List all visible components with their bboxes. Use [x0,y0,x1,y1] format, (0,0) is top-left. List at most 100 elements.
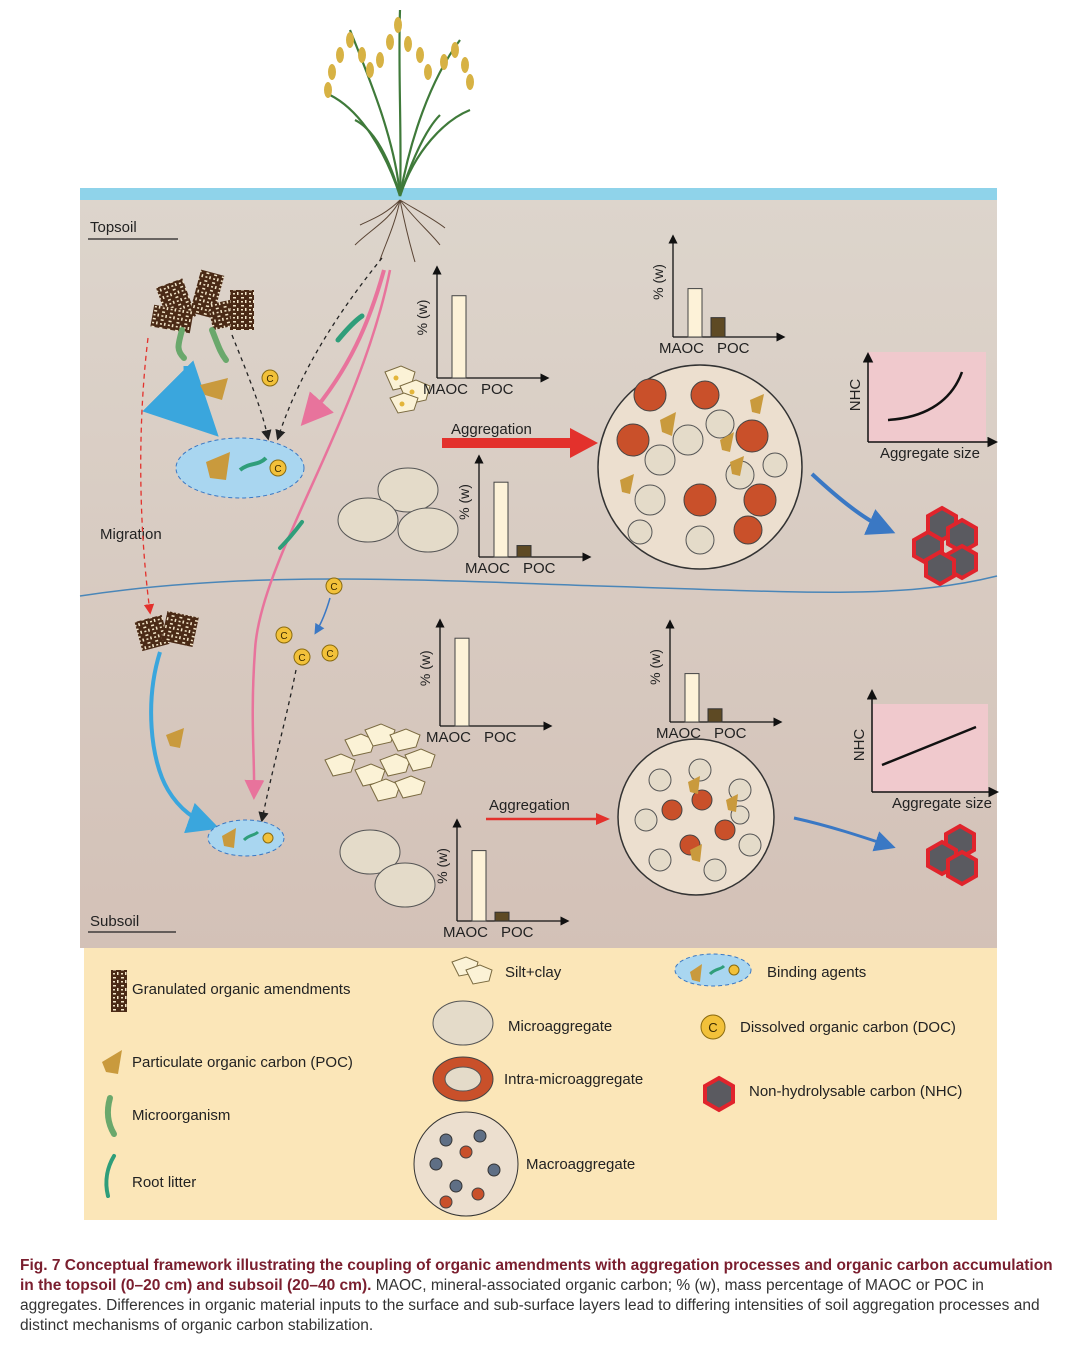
poc-bar [710,317,726,338]
bar-x-label-poc: POC [714,725,747,742]
legend-panel [84,948,997,1220]
bar-x-label-poc: POC [501,924,534,941]
maoc-bar [451,295,467,379]
bar-y-label: % (w) [647,649,663,685]
nhc-cluster-subsoil [926,823,978,887]
svg-text:Aggregate size: Aggregate size [892,795,992,812]
legend-doc-icon [700,1014,726,1040]
aggregation-arrow-topsoil [442,438,572,448]
bar-y-label: % (w) [650,264,666,300]
maoc-bar [493,481,509,558]
blue-flow-topsoil [142,360,219,437]
maoc-bar [471,850,487,922]
legend-microaggregate-icon [432,1000,494,1046]
legend-doc: Dissolved organic carbon (DOC) [740,1019,956,1036]
bar-x-label-maoc: MAOC [423,381,468,398]
bar-y-label: % (w) [414,300,430,336]
bar-x-label-maoc: MAOC [656,725,701,742]
bar-chart-top-silt: % (w) MAOC POC [414,265,550,398]
microaggregates-topsoil [337,467,459,553]
legend-root-litter-icon [104,1154,116,1198]
poc-bar [516,545,532,558]
nhc-arrow-topsoil [810,472,896,535]
legend-binding-agents-icon [674,953,752,987]
nhc-plot-topsoil: NHC Aggregate size [847,352,998,462]
legend-root-litter: Root litter [132,1174,196,1191]
legend: Granulated organic amendments Particulat… [102,953,962,1217]
svg-text:Aggregate size: Aggregate size [880,445,980,462]
bar-y-label: % (w) [417,650,433,686]
water-surface [80,188,997,200]
conceptual-framework-figure: Topsoil Subsoil Migration C C C C C [79,9,999,1220]
bar-chart-sub-silt: % (w) MAOC POC [417,618,553,746]
rice-plant [324,9,474,197]
svg-text:NHC: NHC [851,729,868,762]
silt-clay-subsoil [324,723,436,802]
bar-x-label-poc: POC [484,729,517,746]
nhc-cluster-topsoil [912,505,978,587]
macroaggregate-topsoil [597,364,803,570]
poc-bar [707,708,723,723]
legend-silt-clay: Silt+clay [505,964,562,981]
figure-caption: Fig. 7 Conceptual framework illustrating… [20,1256,1062,1336]
doc-dashed-arrow-1 [231,334,272,441]
microaggregates-subsoil [339,829,436,908]
rice-roots [354,199,446,263]
nhc-plot-subsoil: NHC Aggregate size [851,689,999,812]
svg-text:C: C [708,1020,717,1035]
migration-label: Migration [100,526,162,543]
doc-dashed-arrow-2 [275,257,383,441]
topsoil-label: Topsoil [90,219,137,236]
silt-clay-topsoil [384,365,431,414]
svg-text:NHC: NHC [847,379,864,412]
blue-flow-subsoil [149,651,220,834]
legend-nhc: Non-hydrolysable carbon (NHC) [749,1083,962,1100]
bar-x-label-maoc: MAOC [443,924,488,941]
bar-x-label-poc: POC [717,340,750,357]
legend-poc-icon [102,1050,122,1074]
poc-bar [494,911,510,922]
granulated-amendments-topsoil [150,269,255,363]
migration-arrow [140,337,155,615]
legend-microaggregate: Microaggregate [508,1018,612,1035]
caption-title: Fig. 7 Conceptual framework illustrating… [20,1257,1053,1294]
legend-granulated-icon [111,970,127,1012]
maoc-bar [687,288,703,338]
aggregation-label-subsoil: Aggregation [489,797,570,814]
legend-granulated: Granulated organic amendments [132,981,350,998]
bar-x-label-maoc: MAOC [659,340,704,357]
bar-chart-sub-micro: % (w) MAOC POC [434,818,570,941]
bar-chart-sub-macro: % (w) MAOC POC [647,619,783,742]
legend-silt-clay-icon [451,956,493,985]
bar-y-label: % (w) [456,484,472,520]
pink-flow-subsoil [244,269,392,800]
svg-text:C: C [274,464,281,475]
bar-x-label-maoc: MAOC [465,560,510,577]
bar-chart-top-macro: % (w) MAOC POC [650,234,786,357]
legend-microorganism-icon [104,1095,117,1137]
legend-poc: Particulate organic carbon (POC) [132,1054,353,1071]
pink-flow-topsoil [300,269,386,427]
bar-chart-top-micro: % (w) MAOC POC [456,454,592,577]
bar-x-label-maoc: MAOC [426,729,471,746]
maoc-bar [454,637,470,727]
bar-x-label-poc: POC [481,381,514,398]
svg-text:C: C [266,374,273,385]
bar-y-label: % (w) [434,848,450,884]
legend-binding-agents: Binding agents [767,964,866,981]
macroaggregate-subsoil [617,738,775,896]
caption-text: MAOC, mineral-associated organic carbon;… [20,1277,1040,1334]
granulated-amendments-subsoil [134,611,199,652]
doc-dashed-arrow-subsoil [258,669,297,823]
svg-text:C: C [330,582,337,593]
binding-agents-subsoil [207,819,285,857]
maoc-bar [684,673,700,723]
subsoil-label: Subsoil [90,913,139,930]
nhc-arrow-subsoil [793,816,896,852]
doc-migrating: C C C C [275,577,343,666]
svg-text:C: C [326,649,333,660]
aggregation-label-topsoil: Aggregation [451,421,532,438]
bar-x-label-poc: POC [523,560,556,577]
legend-microorganism: Microorganism [132,1107,230,1124]
